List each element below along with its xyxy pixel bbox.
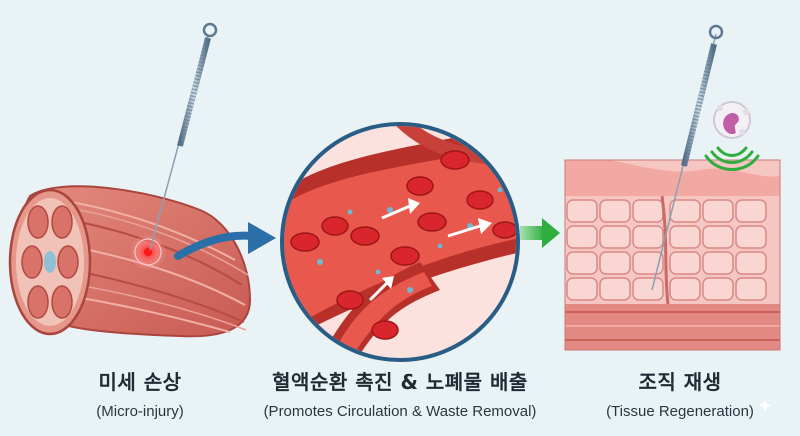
- injury-point: [130, 234, 166, 270]
- step-caption-regeneration: 조직 재생 (Tissue Regeneration): [570, 366, 790, 420]
- immune-cell-icon: [713, 101, 751, 139]
- acupuncture-needle-icon: [149, 22, 218, 251]
- step-arrow-2: [520, 218, 560, 248]
- acupuncture-needle-icon: [651, 24, 724, 291]
- sparkle-icon: ✦: [757, 396, 773, 417]
- step-subtitle: (Promotes Circulation & Waste Removal): [263, 403, 537, 420]
- muscle-cross-section: [8, 188, 92, 336]
- signal-waves-icon: [704, 146, 760, 171]
- step-caption-circulation: 혈액순환 촉진 & 노폐물 배출 (Promotes Circulation &…: [240, 366, 560, 420]
- step-caption-micro-injury: 미세 손상 (Micro-injury): [40, 366, 240, 420]
- step-subtitle: (Tissue Regeneration): [606, 403, 754, 420]
- blood-vessel-magnified-icon: [280, 122, 520, 362]
- step-title: 조직 재생: [638, 370, 722, 394]
- step-title: 혈액순환 촉진 & 노폐물 배출: [272, 370, 528, 394]
- step-title: 미세 손상: [98, 370, 182, 394]
- step-subtitle: (Micro-injury): [96, 403, 184, 420]
- step-arrow-1: [174, 222, 276, 260]
- tissue-block: [564, 159, 781, 351]
